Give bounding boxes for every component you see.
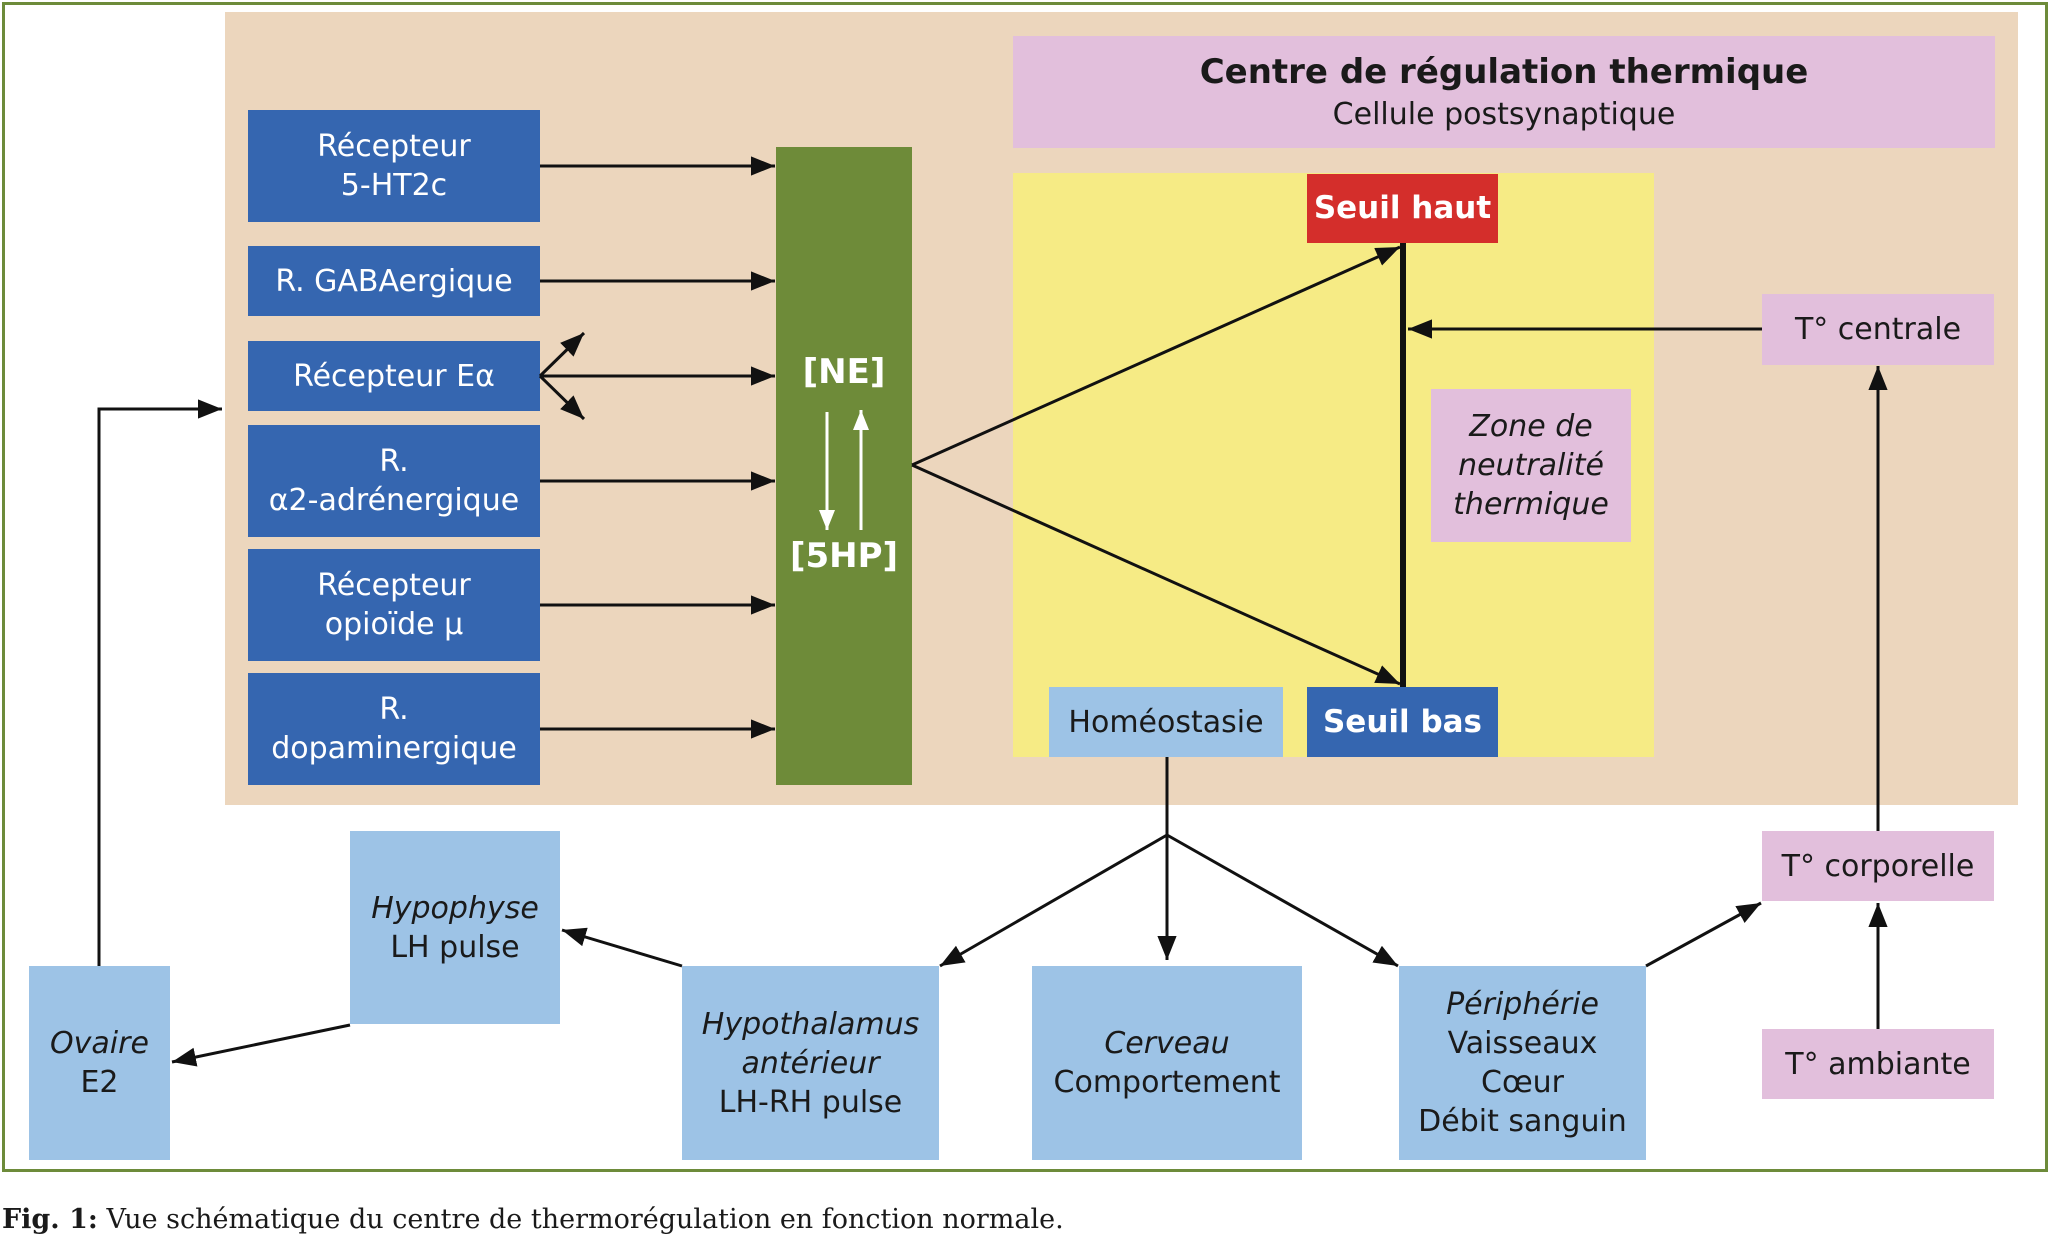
center-title-box: Centre de régulation thermique Cellule p… xyxy=(1013,36,1995,148)
receptor-opioid-mu: Récepteur opioïde μ xyxy=(248,549,540,661)
arrow-estrogen-up xyxy=(538,331,586,378)
hypothalamus-line: LH-RH pulse xyxy=(718,1084,903,1120)
receptor-label: R. GABAergique xyxy=(275,263,513,299)
receptor-label: opioïde μ xyxy=(324,607,464,642)
body-temperature-box: T° corporelle xyxy=(1762,831,1994,901)
low-threshold-box: Seuil bas xyxy=(1307,687,1498,757)
high-threshold-label: Seuil haut xyxy=(1313,190,1492,227)
receptor-5ht2c: Récepteur 5-HT2c xyxy=(248,110,540,222)
homeostasis-label: Homéostasie xyxy=(1068,704,1264,740)
ovaire-line: E2 xyxy=(80,1065,119,1100)
receptor-gaba: R. GABAergique xyxy=(248,246,540,316)
caption-text: Vue schématique du centre de thermorégul… xyxy=(106,1204,1064,1235)
hypophyse-title: Hypophyse xyxy=(371,890,539,926)
central-temperature-label: T° centrale xyxy=(1794,312,1962,347)
receptor-label: Récepteur xyxy=(317,129,471,164)
central-temperature-box: T° centrale xyxy=(1762,294,1994,365)
ambient-temperature-box: T° ambiante xyxy=(1762,1029,1994,1099)
center-title: Centre de régulation thermique xyxy=(1199,52,1809,93)
homeostasis-box: Homéostasie xyxy=(1049,687,1283,757)
receptor-label: R. xyxy=(379,692,409,727)
receptor-label: 5-HT2c xyxy=(340,168,448,203)
hypothalamus-title: antérieur xyxy=(741,1045,880,1081)
arrow-ovary-feedback xyxy=(97,399,222,966)
hypophyse-line: LH pulse xyxy=(390,929,520,965)
neurotransmitter-bar xyxy=(776,147,912,785)
high-threshold-box: Seuil haut xyxy=(1307,174,1498,243)
ne-label: [NE] xyxy=(802,352,886,392)
arrow-estrogen-down xyxy=(538,374,586,421)
receptor-label: Récepteur Eα xyxy=(293,358,495,394)
arrow-to-hypophyse xyxy=(561,927,683,968)
receptor-alpha2: R. α2-adrénergique xyxy=(248,425,540,537)
ovaire-box: Ovaire E2 xyxy=(29,966,170,1160)
cerveau-line: Comportement xyxy=(1053,1065,1281,1100)
receptor-dopamine: R. dopaminergique xyxy=(248,673,540,785)
receptor-estrogen-alpha: Récepteur Eα xyxy=(248,341,540,411)
low-threshold-label: Seuil bas xyxy=(1322,703,1483,740)
5hp-label: [5HP] xyxy=(789,536,899,576)
peripherie-line: Débit sanguin xyxy=(1418,1104,1627,1139)
arrow-to-low xyxy=(911,463,1401,686)
caption-label: Fig. 1: xyxy=(2,1204,98,1235)
arrow-to-body-temp xyxy=(1645,901,1762,968)
receptor-label: dopaminergique xyxy=(271,731,517,766)
hypothalamus-title: Hypothalamus xyxy=(701,1006,920,1042)
body-temperature-label: T° corporelle xyxy=(1781,848,1975,884)
cerveau-title: Cerveau xyxy=(1104,1026,1230,1061)
ovaire-title: Ovaire xyxy=(50,1026,149,1061)
neutral-zone-box: Zone de neutralité thermique xyxy=(1431,389,1631,542)
peripherie-line: Vaisseaux xyxy=(1447,1026,1598,1061)
receptor-label: α2-adrénergique xyxy=(268,483,520,518)
ambient-temperature-label: T° ambiante xyxy=(1785,1046,1971,1082)
arrow-to-hypothalamus xyxy=(939,833,1168,968)
center-subtitle: Cellule postsynaptique xyxy=(1332,96,1676,132)
neutral-zone-label: thermique xyxy=(1453,487,1609,522)
figure-caption: Fig. 1: Vue schématique du centre de the… xyxy=(2,1204,1064,1235)
neutral-zone-label: Zone de xyxy=(1469,409,1593,444)
peripherie-box: Périphérie Vaisseaux Cœur Débit sanguin xyxy=(1399,966,1646,1160)
hypothalamus-box: Hypothalamus antérieur LH-RH pulse xyxy=(682,966,939,1160)
peripherie-line: Cœur xyxy=(1481,1065,1564,1100)
arrow-to-peripherie xyxy=(1166,833,1399,968)
receptor-label: Récepteur xyxy=(317,568,471,603)
arrow-to-high xyxy=(911,245,1401,467)
neutral-zone-label: neutralité xyxy=(1458,448,1604,483)
peripherie-title: Périphérie xyxy=(1446,987,1599,1022)
arrow-to-ovaire xyxy=(171,1023,351,1067)
cerveau-box: Cerveau Comportement xyxy=(1032,966,1302,1160)
hypophyse-box: Hypophyse LH pulse xyxy=(350,831,560,1024)
receptor-label: R. xyxy=(379,444,409,479)
